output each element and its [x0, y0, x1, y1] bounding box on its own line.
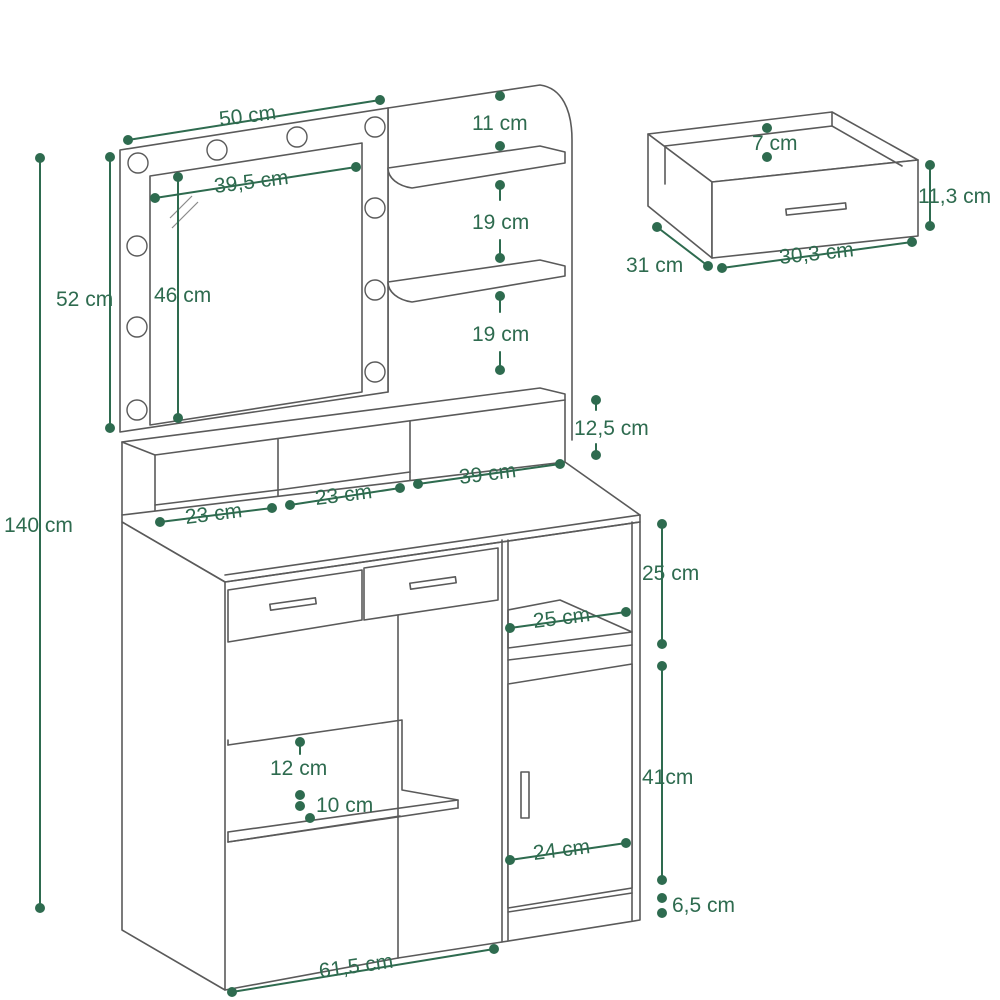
cabinet-door-handle — [520, 771, 530, 819]
dimension-lines — [35, 91, 935, 997]
desk-front-frame — [224, 521, 641, 943]
label-open-shelf-width: 25 cm — [532, 603, 592, 633]
label-drawer-inner-height: 7 cm — [752, 132, 798, 155]
label-drawer-height: 11,3 cm — [918, 185, 991, 208]
label-knee-shelf-height: 12 cm — [270, 757, 327, 780]
mirror-glass — [149, 142, 363, 426]
hutch-shelf-1 — [387, 145, 566, 189]
drawer-detail-drawing — [647, 111, 919, 259]
mirror-bulbs — [126, 116, 386, 421]
label-open-shelf-height: 25 cm — [642, 562, 699, 585]
drawer-left-handle — [269, 597, 317, 611]
label-cabinet-height: 41cm — [642, 766, 693, 789]
label-knee-shelf-depth: 10 cm — [316, 794, 373, 817]
label-shelf-gap-1: 19 cm — [472, 211, 529, 234]
label-plinth-height: 6,5 cm — [672, 894, 735, 917]
hutch-back-panel — [387, 84, 573, 441]
label-total-height: 140 cm — [4, 514, 73, 537]
drawer-right-handle — [409, 576, 457, 590]
knee-area-shelf — [227, 719, 459, 833]
label-mirror-unit-height: 52 cm — [56, 288, 113, 311]
mirror-glare — [169, 195, 193, 219]
label-table-width: 61,5 cm — [317, 950, 394, 983]
label-drawer-depth: 31 cm — [626, 254, 683, 277]
label-shelf-top-gap: 11 cm — [472, 112, 528, 135]
hutch-shelf-2 — [387, 259, 566, 303]
label-mirror-glass-height: 46 cm — [154, 284, 211, 307]
drawer-detail-handle — [785, 202, 847, 216]
desk-left-panel — [121, 521, 226, 991]
label-shelf-gap-2: 19 cm — [472, 323, 529, 346]
label-cubby-height: 12,5 cm — [574, 417, 649, 440]
